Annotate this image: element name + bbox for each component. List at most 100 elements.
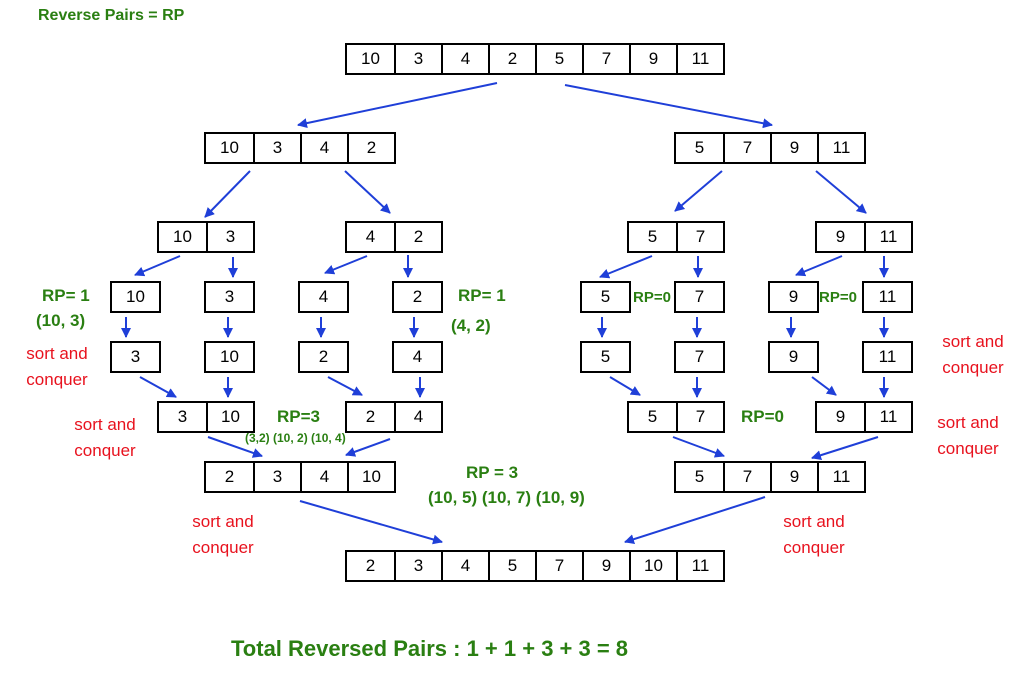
rp-label: RP = 3 [466,463,519,482]
array-cell: 10 [629,552,676,580]
arrow [207,436,263,458]
array-merged-pair-a: 3 10 [157,401,255,433]
array-cell: 9 [629,45,676,73]
sort-and-conquer-label: sort and conquer [26,344,88,389]
array-cell: 5 [694,138,705,157]
array-cell: 4 [394,403,441,431]
array-cell: 3 [177,407,188,426]
array-cell: 2 [394,223,441,251]
array-cell: 10 [206,403,253,431]
arrow [134,255,181,277]
array-cell: 10 [173,227,192,246]
array-cell: 2 [224,467,235,486]
rp-pair-label: (3,2) (10, 2) (10, 4) [245,431,346,445]
arrow [139,376,177,398]
sort-and-conquer-label: sort and conquer [942,332,1004,377]
array-cell: 3 [206,223,253,251]
array-level2-a: 10 3 [157,221,255,253]
array-cell: 3 [253,463,300,491]
array-sorted-single: 5 [580,341,631,373]
array-cell: 4 [300,134,347,162]
array-leaf: 5 [580,281,631,313]
array-cell: 7 [723,134,770,162]
array-cell: 2 [365,556,376,575]
array-cell: 11 [676,552,723,580]
rp-label: RP=0 [633,289,671,306]
array-cell: 3 [224,287,235,306]
rp-pair-label: (10, 3) [36,311,86,330]
rp-label: RP= 1 [42,286,90,305]
array-cell: 4 [300,463,347,491]
array-cell: 7 [676,223,723,251]
array-sorted-single: 11 [862,341,913,373]
rp-label: RP=3 [277,407,320,426]
array-cell: 5 [647,407,658,426]
array-cell: 9 [788,287,799,306]
array-leaf: 7 [674,281,725,313]
arrow [674,170,723,212]
array-cell: 11 [817,463,864,491]
arrow [624,496,766,545]
array-cell: 4 [318,287,329,306]
arrow [815,170,867,214]
array-cell: 3 [253,134,300,162]
array-sorted-single: 3 [110,341,161,373]
array-cell: 9 [788,347,799,366]
array-cell: 11 [878,347,897,366]
array-cell: 4 [441,45,488,73]
array-cell: 10 [347,463,394,491]
arrow [327,376,363,396]
rp-label: RP= 1 [458,286,506,305]
arrow [599,255,653,279]
array-cell: 9 [835,227,846,246]
array-leaf: 4 [298,281,349,313]
array-cell: 9 [835,407,846,426]
array-cell: 5 [535,45,582,73]
array-cell: 10 [361,49,380,68]
arrow [564,84,773,129]
arrow [344,170,391,214]
array-cell: 10 [126,287,145,306]
sort-and-conquer-label: sort and conquer [192,512,254,557]
array-cell: 7 [582,45,629,73]
array-cell: 5 [647,227,658,246]
arrow [324,255,368,275]
array-cell: 4 [412,347,423,366]
arrow [811,436,879,461]
array-sorted-single: 2 [298,341,349,373]
array-cell: 2 [412,287,423,306]
array-cell: 5 [600,347,611,366]
array-cell: 11 [817,134,864,162]
array-cell: 7 [694,287,705,306]
array-cell: 5 [488,552,535,580]
array-cell: 9 [770,463,817,491]
arrow [345,438,391,457]
arrow [609,376,641,396]
rp-pair-label: (4, 2) [451,316,491,335]
array-sorted-single: 7 [674,341,725,373]
arrow [297,82,498,129]
array-cell: 9 [582,552,629,580]
array-leaf: 10 [110,281,161,313]
legend-title: Reverse Pairs = RP [38,7,185,24]
array-cell: 11 [676,45,723,73]
rp-label: RP=0 [741,407,784,426]
rp-pair-label: (10, 5) (10, 7) (10, 9) [428,488,585,507]
array-leaf: 3 [204,281,255,313]
array-cell: 3 [394,45,441,73]
arrow [299,500,443,545]
array-sorted-single: 9 [768,341,819,373]
array-cell: 2 [318,347,329,366]
array-cell: 11 [864,403,911,431]
array-cell: 11 [878,287,897,306]
array-merged-pair-d: 9 11 [815,401,913,433]
array-cell: 10 [220,347,239,366]
